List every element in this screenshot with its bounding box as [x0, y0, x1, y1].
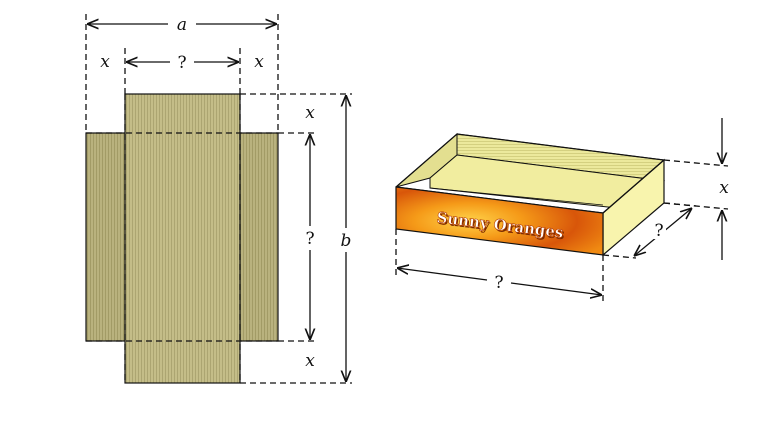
box-net: a x ? x x ? x b [85, 14, 352, 384]
box-depth-label: ? [654, 221, 663, 241]
label-b: b [341, 231, 352, 251]
label-a: a [177, 15, 187, 35]
label-corner-left-x: x [100, 52, 110, 72]
box-depth-label-bg [652, 221, 666, 239]
box-length-label: ? [494, 273, 503, 293]
net-vertical-band [124, 93, 241, 384]
box-ext-depth-b [602, 254, 637, 259]
label-bottom-flap-x: x [305, 351, 315, 371]
label-inner-width: ? [177, 53, 186, 73]
box-length-arrow-left [397, 268, 488, 281]
box-length-arrow-right [510, 282, 602, 295]
label-inner-height: ? [305, 229, 314, 249]
label-top-flap-x: x [305, 103, 315, 123]
box-ext-depth-a [663, 202, 697, 207]
box-ext-top [663, 159, 729, 167]
label-corner-right-x: x [254, 52, 264, 72]
assembled-box: Sunny Oranges Sunny Oranges x ? ? [395, 118, 729, 302]
box-height-label: x [719, 178, 729, 198]
box-rim-inner [429, 187, 604, 206]
